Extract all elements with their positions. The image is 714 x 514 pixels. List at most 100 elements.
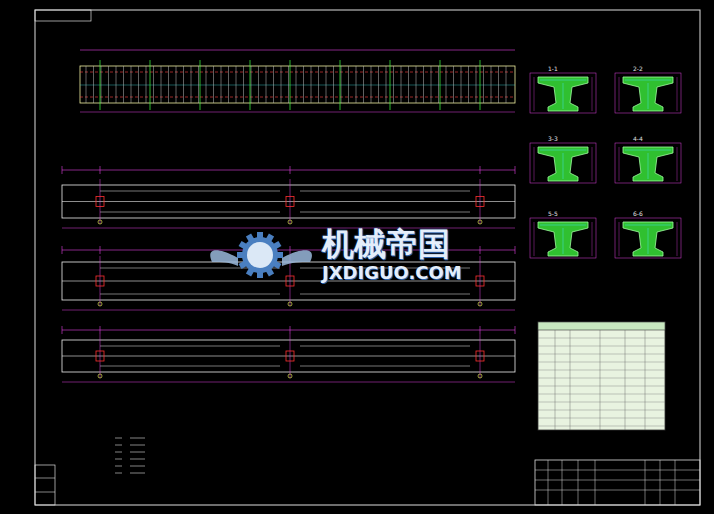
section-label: 1-1	[548, 66, 558, 72]
line	[281, 66, 282, 103]
line	[625, 80, 671, 81]
rect	[538, 322, 665, 330]
line	[115, 445, 122, 446]
line	[625, 330, 626, 430]
line	[416, 66, 417, 103]
rect	[62, 340, 515, 372]
line	[592, 77, 593, 111]
line	[318, 66, 319, 103]
marker	[478, 302, 482, 306]
line	[198, 66, 199, 103]
line	[538, 370, 665, 371]
line	[300, 294, 470, 295]
line	[236, 66, 237, 103]
section-label: 2-2	[633, 66, 643, 72]
section-label: 4-4	[633, 136, 643, 142]
rect	[35, 465, 55, 505]
line	[515, 246, 516, 254]
line	[62, 166, 63, 174]
line	[101, 66, 102, 103]
line	[363, 66, 364, 103]
section-shape	[538, 222, 588, 256]
line	[378, 66, 379, 103]
rect	[96, 276, 104, 286]
marker	[478, 374, 482, 378]
line	[228, 66, 229, 103]
line	[62, 246, 63, 254]
line	[266, 66, 267, 103]
line	[130, 466, 145, 467]
line	[401, 66, 402, 103]
line	[290, 334, 291, 378]
line	[538, 386, 665, 387]
line	[534, 147, 535, 181]
line	[150, 60, 151, 110]
rect	[286, 276, 294, 286]
line	[303, 66, 304, 103]
line	[461, 66, 462, 103]
line	[168, 66, 169, 103]
line	[290, 326, 291, 334]
section-shape	[623, 222, 673, 256]
line	[540, 80, 586, 81]
rect	[35, 10, 700, 505]
line	[300, 212, 470, 213]
line	[619, 147, 620, 181]
line	[191, 66, 192, 103]
line	[243, 66, 244, 103]
line	[62, 356, 515, 357]
line	[534, 77, 535, 111]
section-label: 6-6	[633, 211, 643, 217]
line	[176, 66, 177, 103]
line	[534, 222, 535, 256]
watermark-url: JXDIGUO.COM	[322, 264, 462, 282]
line	[93, 66, 94, 103]
line	[538, 354, 665, 355]
line	[538, 362, 665, 363]
line	[538, 346, 665, 347]
rect	[286, 351, 294, 361]
line	[100, 256, 101, 306]
marker	[288, 220, 292, 224]
line	[386, 66, 387, 103]
line	[290, 179, 291, 224]
line	[440, 60, 441, 110]
line	[515, 326, 516, 334]
line	[562, 460, 563, 505]
marker	[98, 374, 102, 378]
line	[153, 66, 154, 103]
rect	[615, 218, 681, 258]
line	[273, 66, 274, 103]
line	[290, 60, 291, 110]
rect	[530, 218, 596, 258]
line	[35, 492, 55, 493]
line	[86, 66, 87, 103]
line	[677, 222, 678, 256]
line	[341, 66, 342, 103]
line	[80, 112, 515, 113]
line	[35, 478, 55, 479]
line	[480, 334, 481, 378]
line	[540, 150, 586, 151]
line	[648, 83, 649, 109]
line	[100, 191, 280, 192]
line	[538, 410, 665, 411]
line	[100, 60, 101, 110]
line	[390, 60, 391, 110]
line	[480, 326, 481, 334]
line	[371, 66, 372, 103]
line	[200, 60, 201, 110]
line	[480, 246, 481, 254]
line	[62, 330, 515, 331]
line	[570, 330, 571, 430]
line	[100, 366, 280, 367]
marker	[478, 220, 482, 224]
line	[538, 378, 665, 379]
rect	[476, 197, 484, 207]
rect	[530, 143, 596, 183]
line	[538, 338, 665, 339]
line	[677, 147, 678, 181]
line	[480, 256, 481, 306]
line	[100, 294, 280, 295]
